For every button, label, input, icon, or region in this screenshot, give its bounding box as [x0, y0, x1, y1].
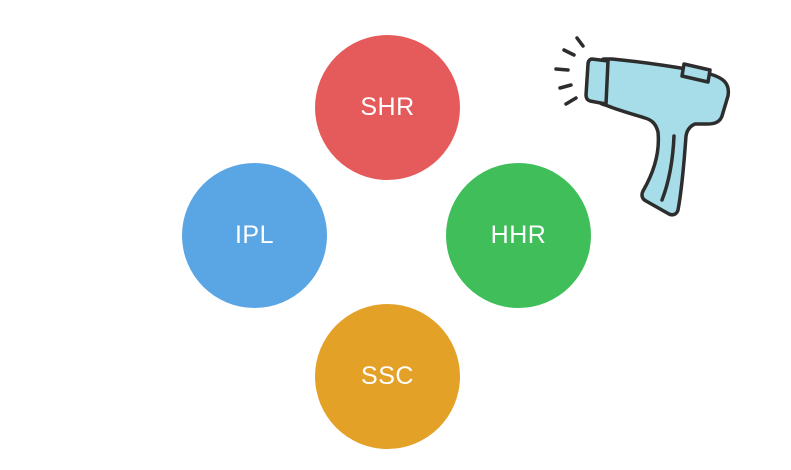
emission-lines-icon: [554, 36, 585, 106]
node-label-hhr: HHR: [490, 221, 547, 249]
node-label-ipl: IPL: [234, 221, 275, 249]
node-ipl: IPL: [182, 163, 327, 308]
laser-hair-removal-device-icon: [554, 36, 731, 217]
node-label-ssc: SSC: [361, 362, 414, 390]
node-ssc: SSC: [315, 304, 460, 449]
node-label-shr: SHR: [360, 93, 415, 121]
node-shr: SHR: [315, 35, 460, 180]
node-hhr: HHR: [446, 163, 591, 308]
device-body: [584, 57, 731, 217]
